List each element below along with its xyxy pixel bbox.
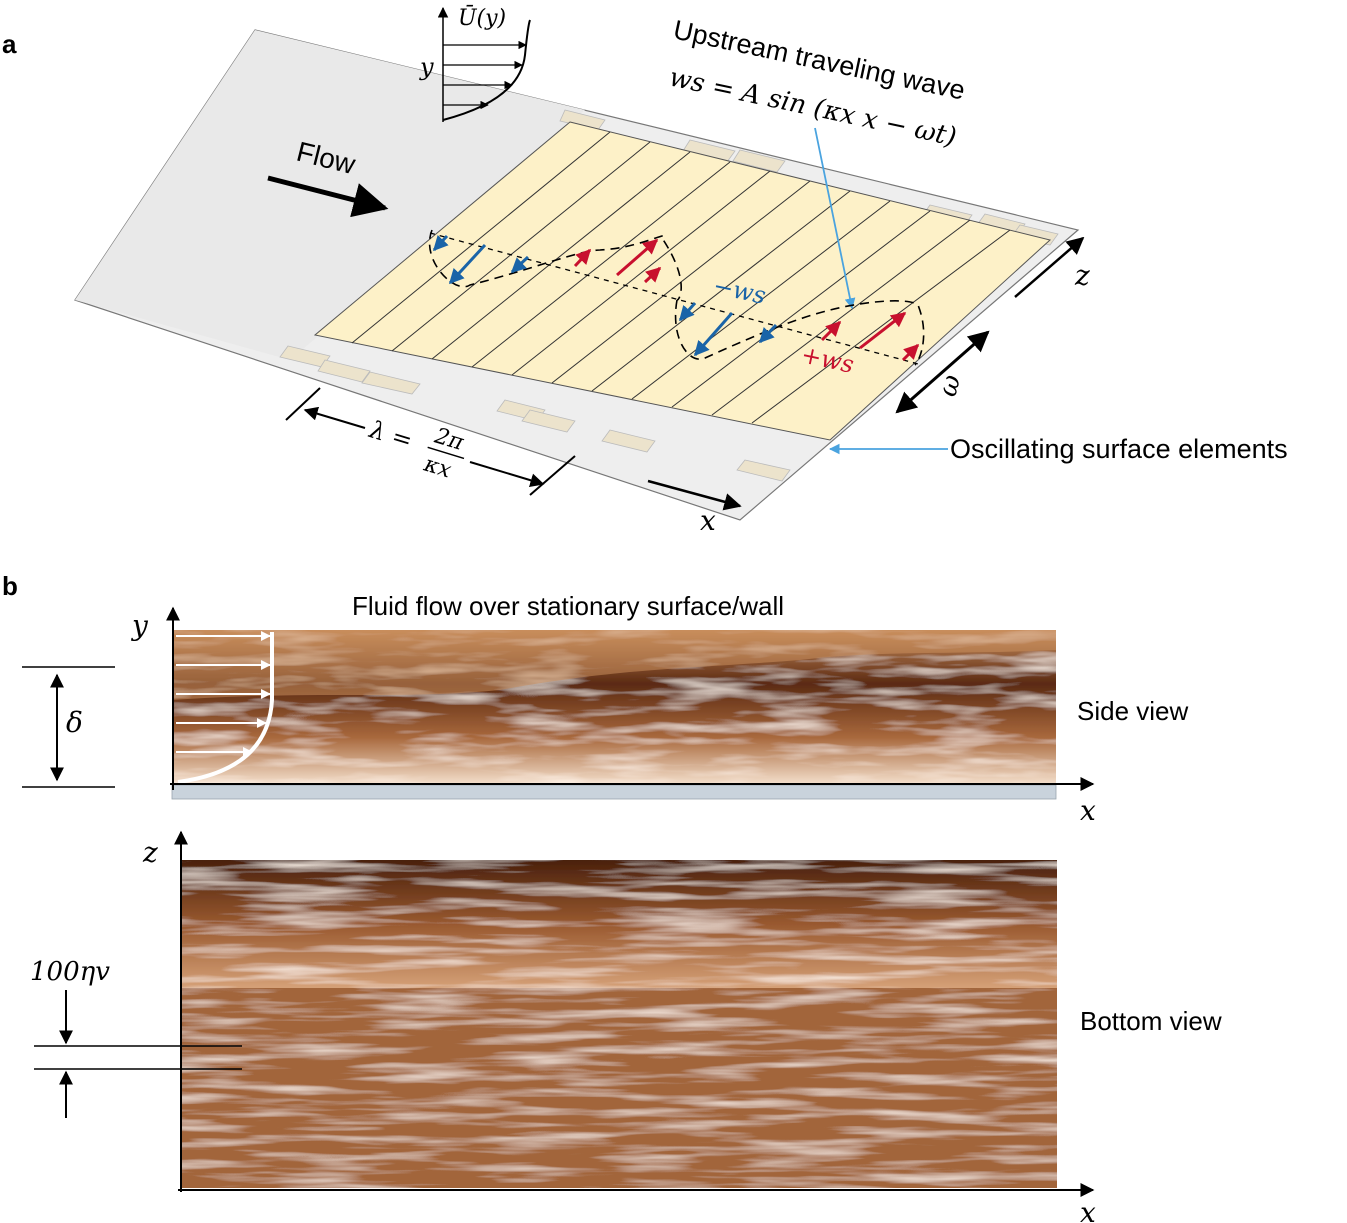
side-view-label: Side view: [1077, 696, 1188, 726]
side-profile: [176, 631, 274, 784]
axis-y-b: y: [130, 609, 149, 642]
lambda-lhs: λ =: [366, 415, 416, 455]
axis-x-a: x: [700, 504, 716, 537]
wave-leader: [814, 127, 856, 310]
profile-axis-y: y: [419, 53, 434, 81]
element-dividers: [351, 131, 1011, 424]
lambda-arrow-left: [303, 406, 366, 429]
bottom-view-label: Bottom view: [1080, 1006, 1222, 1036]
omega-arrow: [895, 330, 990, 414]
bottom-view-image-lower: [182, 988, 1057, 1188]
lambda-den: κx: [420, 451, 454, 483]
lambda-tick-left: [285, 387, 321, 421]
side-view-freestream: [172, 630, 1056, 700]
axis-x-side: x: [1080, 794, 1096, 827]
flow-arrow: [267, 175, 389, 218]
red-arrows-lobe1: [573, 238, 662, 284]
lambda-tick-right: [529, 455, 576, 496]
velocity-profile: [437, 6, 531, 122]
lambda-fraction-bar: [427, 446, 465, 460]
tabs-bottom: [279, 345, 791, 482]
axis-z-b: z: [142, 836, 158, 869]
blue-arrows-lobe2: [678, 302, 778, 357]
eta-label: 100ηv: [30, 957, 110, 987]
blue-arrows-lobe1: [432, 234, 530, 285]
axis-z-a: z: [1074, 259, 1090, 292]
axis-x-bottom: x: [1080, 1196, 1096, 1223]
wall-strip: [171, 784, 1057, 800]
wave-lobe-2: [674, 299, 925, 366]
lambda-arrow-right: [469, 461, 545, 488]
profile-label: Ū(y): [458, 4, 506, 31]
z-axis-arrow: [1014, 236, 1085, 298]
panel-b-title: Fluid flow over stationary surface/wall: [352, 591, 784, 621]
bottom-view-image: [182, 860, 1057, 990]
panel-a-label: a: [2, 29, 17, 59]
omega-label: ω: [933, 372, 967, 400]
x-axis-arrow-a: [647, 479, 742, 511]
elements-label: Oscillating surface elements: [950, 434, 1288, 464]
delta-label: δ: [66, 706, 83, 739]
panel-b-label: b: [2, 571, 18, 601]
wave-centerline: [429, 232, 923, 366]
